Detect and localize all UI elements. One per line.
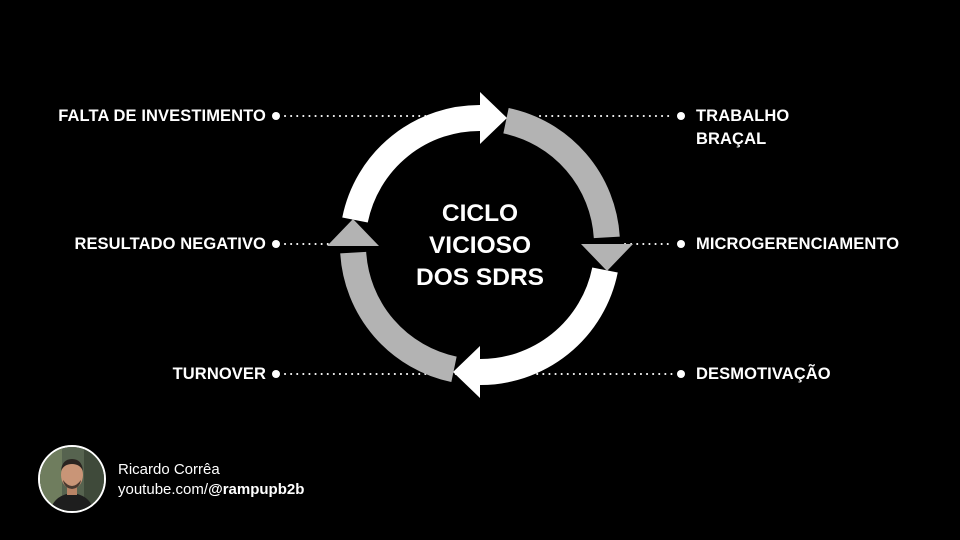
arrowhead-right-down [581, 244, 633, 271]
author-name: Ricardo Corrêa [118, 461, 220, 478]
dot-falta-investimento [272, 112, 280, 120]
center-title-line-1: CICLO [441, 200, 519, 227]
author-channel-handle: @rampupb2b [208, 481, 305, 498]
cycle-arrowheads [327, 92, 633, 398]
center-title: CICLO VICIOSO DOS SDRS [380, 198, 580, 294]
ring-arc-gray-bottom-left [340, 251, 457, 383]
dot-microgerenciamento [677, 240, 685, 248]
center-title-line-3: DOS SDRS [416, 264, 544, 291]
arrowhead-left-up [327, 219, 379, 246]
label-desmotivacao: DESMOTIVAÇÃO [696, 365, 831, 383]
dot-turnover [272, 370, 280, 378]
label-resultado-negativo: RESULTADO NEGATIVO [74, 235, 266, 253]
label-turnover: TURNOVER [172, 365, 266, 383]
arrowhead-top-right [480, 92, 507, 144]
ring-arc-white-right-bottom [477, 267, 618, 386]
arrowhead-bottom-left [453, 346, 480, 398]
label-trabalho-bracal: TRABALHO BRAÇAL [696, 105, 789, 151]
ring-arc-gray-top-right [503, 107, 620, 239]
label-falta-investimento: FALTA DE INVESTIMENTO [58, 107, 266, 125]
dot-resultado-negativo [272, 240, 280, 248]
connector-dots [272, 112, 685, 378]
center-title-line-2: VICIOSO [428, 232, 532, 259]
author-text: Ricardo Corrêa youtube.com/@rampupb2b [118, 460, 304, 500]
dot-desmotivacao [677, 370, 685, 378]
author-channel[interactable]: youtube.com/@rampupb2b [118, 480, 304, 500]
dot-trabalho-bracal [677, 112, 685, 120]
label-microgerenciamento: MICROGERENCIAMENTO [696, 235, 900, 253]
avatar-portrait-icon [40, 447, 104, 511]
author-channel-prefix: youtube.com/ [118, 481, 209, 498]
cycle-ring [340, 104, 620, 386]
label-trabalho-bracal-line-2: BRAÇAL [696, 130, 767, 148]
ring-arc-white-left-top [342, 104, 483, 223]
avatar [38, 445, 106, 513]
label-trabalho-bracal-line-1: TRABALHO [696, 107, 790, 125]
